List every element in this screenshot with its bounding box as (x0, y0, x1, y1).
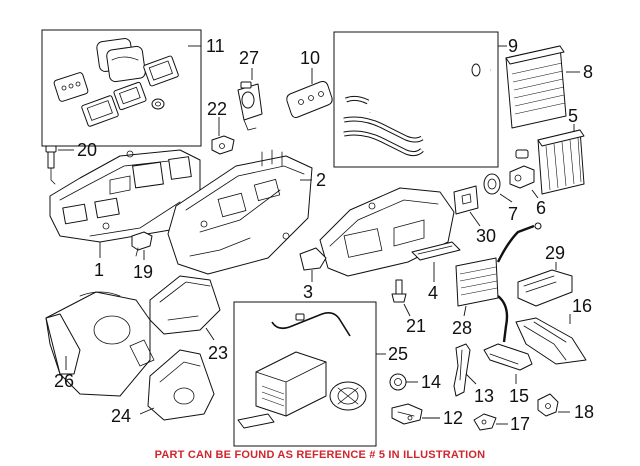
part-5-evaporator[interactable] (537, 129, 585, 195)
callout-21: 21 (406, 316, 426, 336)
footer-note: PART CAN BE FOUND AS REFERENCE # 5 IN IL… (154, 449, 486, 461)
callout-30: 30 (476, 226, 496, 246)
part-14-grommet[interactable] (389, 373, 407, 391)
callout-12: 12 (443, 408, 463, 428)
callout-19: 19 (133, 262, 153, 282)
part-24-lower-case[interactable] (147, 349, 215, 421)
callout-10: 10 (300, 48, 320, 68)
callout-23: 23 (208, 343, 228, 363)
callout-22: 22 (207, 99, 227, 119)
part-17-clip[interactable] (473, 413, 497, 431)
part-22-actuator[interactable] (211, 135, 235, 155)
part-26-blower-housing[interactable] (45, 291, 155, 397)
callout-15: 15 (509, 386, 529, 406)
part-12-resistor[interactable] (391, 403, 423, 425)
callout-7: 7 (508, 204, 518, 224)
callout-20: 20 (77, 140, 97, 160)
callout-11: 11 (206, 36, 225, 56)
callout-6: 6 (536, 198, 546, 218)
callout-29: 29 (545, 243, 565, 263)
callout-16: 16 (572, 296, 592, 316)
part-13-bracket[interactable] (453, 343, 471, 397)
part-20-sensor[interactable] (45, 145, 57, 185)
part-21-probe[interactable] (391, 279, 407, 303)
part-10-gasket[interactable] (286, 81, 333, 118)
part-4-cover[interactable] (411, 241, 461, 261)
part-27-sensor[interactable] (237, 81, 263, 131)
part-6-expansion-valve[interactable] (509, 149, 535, 189)
callout-27: 27 (239, 48, 259, 68)
callout-17: 17 (510, 414, 530, 434)
part-25-blower-motor[interactable] (237, 312, 367, 429)
part-23-duct-cover[interactable] (149, 275, 221, 335)
callout-14: 14 (421, 372, 441, 392)
part-16-panel[interactable] (515, 317, 587, 365)
callout-24: 24 (111, 406, 131, 426)
callout-28: 28 (452, 318, 472, 338)
group-box-11 (41, 29, 202, 147)
part-11-seal-kit[interactable] (53, 38, 179, 127)
part-1-hvac-housing[interactable] (49, 149, 201, 243)
part-7-grommet[interactable] (483, 173, 501, 195)
callout-1: 1 (94, 260, 104, 280)
callout-3: 3 (303, 282, 313, 302)
part-8-heater-core[interactable] (505, 45, 567, 129)
part-9-heater-hoses[interactable] (343, 40, 491, 157)
part-30-filter[interactable] (453, 185, 479, 215)
callout-26: 26 (54, 371, 74, 391)
part-3-lower-housing[interactable] (299, 187, 455, 277)
part-29-duct[interactable] (517, 269, 573, 307)
part-28-heater-core-assembly[interactable] (455, 222, 542, 343)
callout-8: 8 (583, 62, 593, 82)
callout-25: 25 (388, 344, 408, 364)
callout-13: 13 (474, 386, 494, 406)
part-19-actuator[interactable] (131, 231, 153, 257)
group-box-25 (233, 301, 377, 447)
part-2-main-housing[interactable] (167, 149, 313, 275)
callout-18: 18 (574, 402, 594, 422)
callout-9: 9 (508, 36, 518, 56)
part-15-duct[interactable] (483, 343, 533, 371)
callout-5: 5 (568, 106, 578, 126)
part-18-clip[interactable] (537, 393, 559, 417)
group-box-9 (333, 31, 499, 168)
callout-4: 4 (428, 283, 438, 303)
callout-2: 2 (316, 170, 326, 190)
